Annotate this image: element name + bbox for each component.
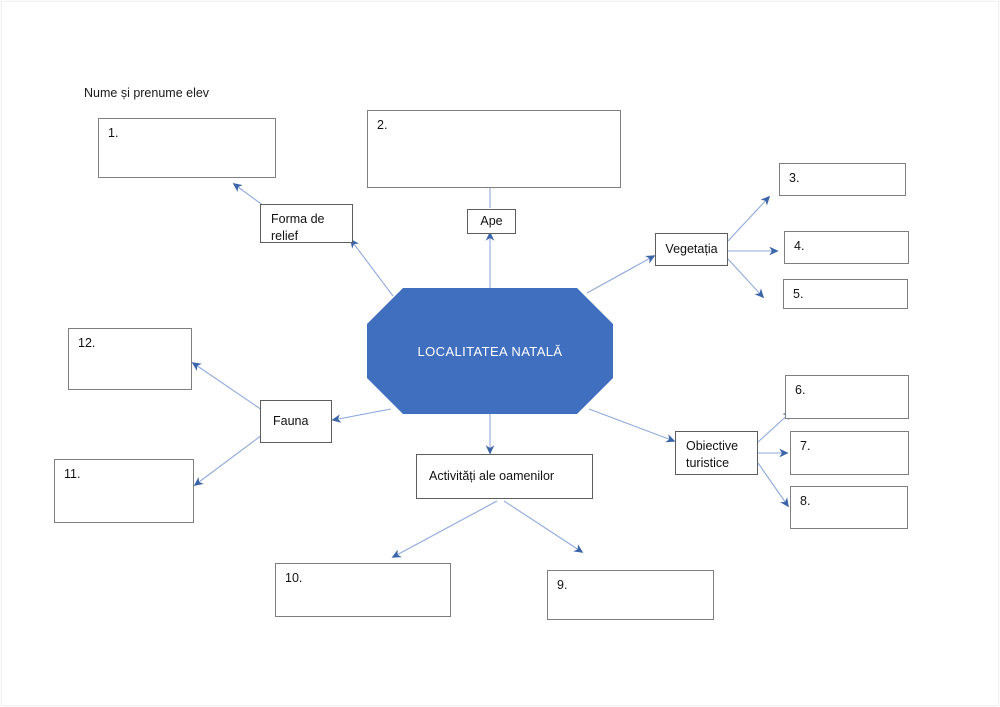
answer-box-10[interactable]: 10. (275, 563, 451, 617)
category-box-fauna[interactable]: Fauna (260, 400, 332, 443)
answer-box-1[interactable]: 1. (98, 118, 276, 178)
answer-box-9[interactable]: 9. (547, 570, 714, 620)
center-node-label: LOCALITATEA NATALĂ (417, 343, 563, 359)
connector-center-to-obiective-turistice (588, 408, 676, 443)
category-box-vegetatia[interactable]: Vegetația (655, 233, 728, 266)
answer-box-3[interactable]: 3. (779, 163, 906, 196)
answer-box-2[interactable]: 2. (367, 110, 621, 188)
category-box-obiective-turistice[interactable]: Obiective turistice (675, 431, 758, 475)
answer-box-5[interactable]: 5. (783, 279, 908, 309)
page-border-left (1, 1, 2, 706)
connector-vegetatia-to-box3 (727, 195, 771, 242)
page-border-bottom (1, 705, 999, 706)
page-border-top (1, 1, 999, 2)
answer-box-6[interactable]: 6. (785, 375, 909, 419)
connector-center-to-fauna (331, 408, 392, 423)
answer-box-8[interactable]: 8. (790, 486, 908, 529)
connector-vegetatia-to-box5 (727, 258, 765, 299)
student-name-label: Nume și prenume elev (84, 86, 210, 100)
answer-box-4[interactable]: 4. (784, 231, 909, 264)
category-box-activitati-ale-oamenilor[interactable]: Activități ale oamenilor (416, 454, 593, 499)
answer-box-11[interactable]: 11. (54, 459, 194, 523)
connector-center-to-forma-de-relief (350, 238, 394, 297)
connector-activitati-to-box10 (391, 500, 498, 558)
connector-fauna-to-box11 (193, 434, 263, 486)
category-box-ape[interactable]: Ape (467, 209, 516, 234)
connector-center-to-vegetatia (586, 255, 656, 294)
connector-activitati-to-box9 (503, 500, 584, 553)
connector-obiective-to-box8 (757, 462, 789, 508)
connector-fauna-to-box12 (191, 362, 263, 411)
center-node-localitatea-natala[interactable]: LOCALITATEA NATALĂ (367, 288, 613, 414)
page-border-right (998, 1, 999, 706)
category-box-forma-de-relief[interactable]: Forma de relief (260, 204, 353, 243)
answer-box-7[interactable]: 7. (790, 431, 909, 475)
answer-box-12[interactable]: 12. (68, 328, 192, 390)
